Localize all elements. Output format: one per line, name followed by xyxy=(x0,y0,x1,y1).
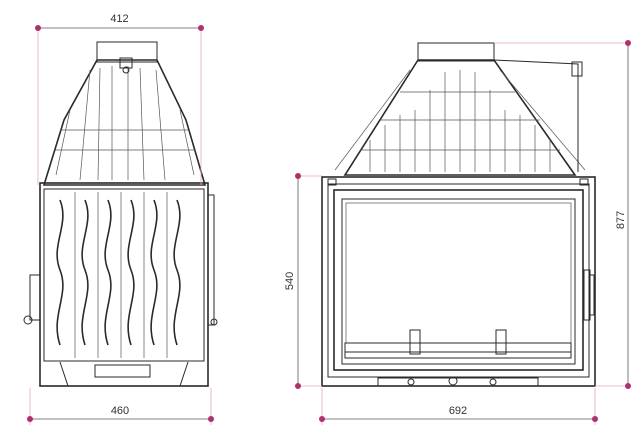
front-hood xyxy=(334,59,586,176)
side-view: 412 460 xyxy=(23,13,218,425)
side-body xyxy=(23,182,218,387)
dimension-692-label: 692 xyxy=(449,405,467,417)
dimension-top-width: 412 xyxy=(35,13,204,185)
front-body xyxy=(321,176,596,387)
dimension-412-label: 412 xyxy=(110,13,128,25)
dimension-460-label: 460 xyxy=(111,405,129,417)
side-hood xyxy=(42,57,207,186)
dimension-front-width: 692 xyxy=(319,388,598,425)
dimension-total-height: 877 xyxy=(494,40,631,389)
front-view: 540 877 692 xyxy=(284,40,631,425)
dimension-front-height: 540 xyxy=(284,173,322,389)
dimension-540-label: 540 xyxy=(284,272,296,290)
dimension-bottom-width: 460 xyxy=(27,388,214,425)
dimension-877-label: 877 xyxy=(615,211,627,229)
